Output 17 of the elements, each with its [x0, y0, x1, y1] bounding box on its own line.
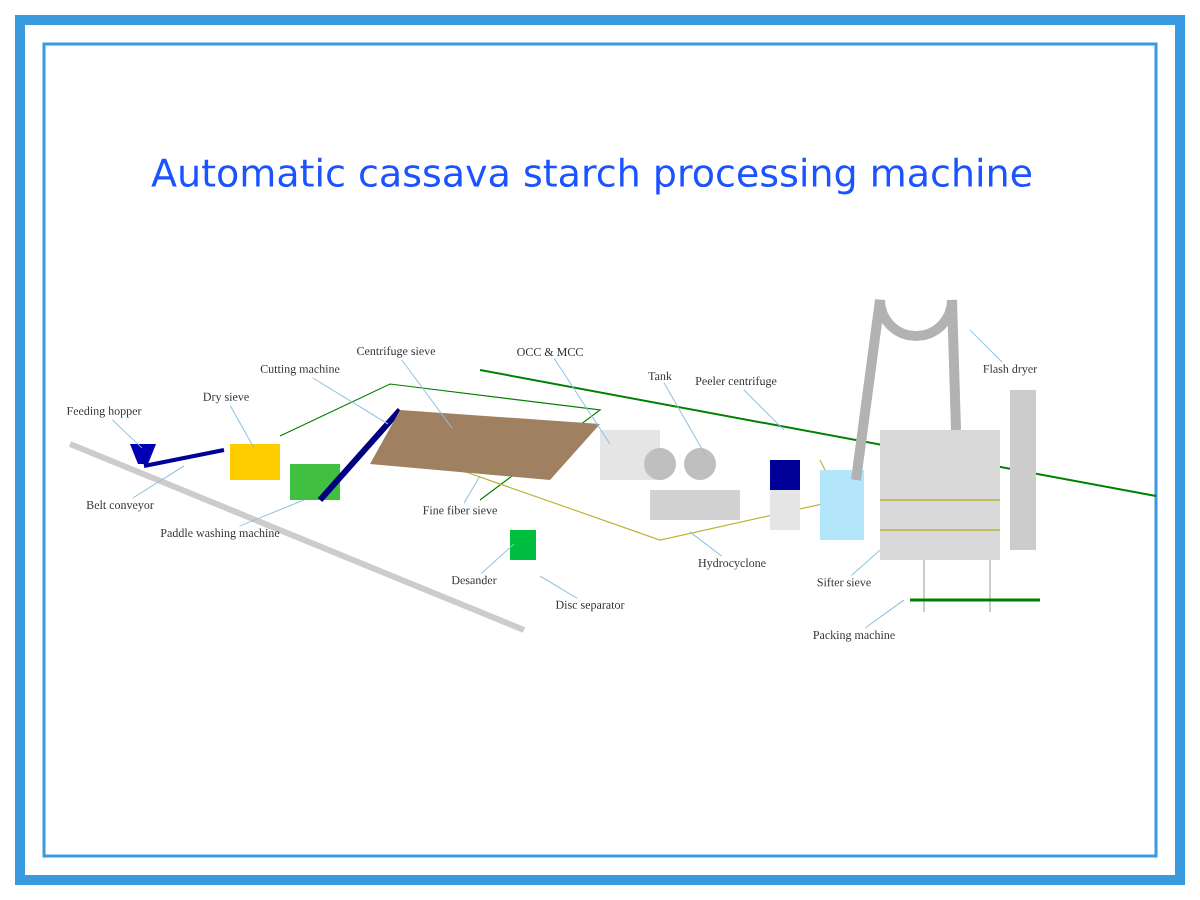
title: Automatic cassava starch processing machine	[151, 157, 1032, 195]
leader-line	[480, 543, 515, 574]
leader-line	[238, 499, 305, 527]
leader-line	[864, 599, 905, 629]
leader-line	[463, 475, 481, 504]
leader-line	[229, 405, 255, 449]
leader-line	[312, 377, 389, 425]
leader-line	[743, 389, 785, 431]
leader-line	[689, 531, 723, 557]
leader-line	[553, 357, 611, 445]
leader-line	[851, 549, 881, 576]
leader-line	[132, 465, 185, 499]
leader-line	[401, 359, 453, 429]
leader-line	[663, 382, 707, 457]
leader-line	[539, 575, 578, 599]
leader-line	[969, 329, 1003, 363]
leader-line	[111, 419, 143, 449]
